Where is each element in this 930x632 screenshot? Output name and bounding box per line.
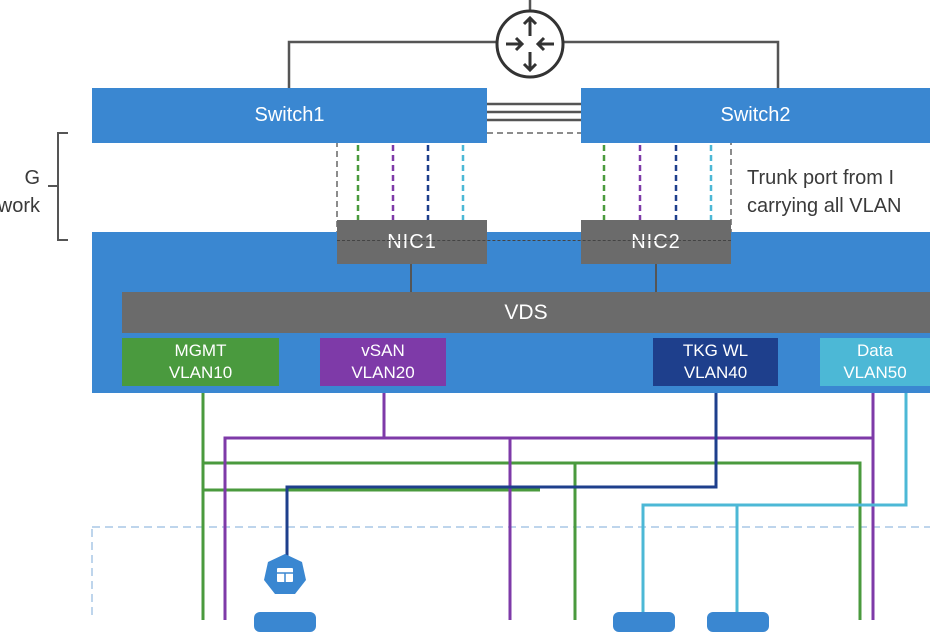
switch2-label: Switch2 [720,104,791,126]
vlan-vsan-id: VLAN20 [351,363,415,382]
nic1-uplink-line [410,262,412,292]
nic1-label: NIC1 [387,230,437,253]
nic-dashed-divider [337,240,731,241]
trunk-annotation-line1: Trunk port from I [747,167,895,189]
node-box-3 [707,612,769,632]
trunk-annotation-line2: carrying all VLAN [747,195,902,217]
node-box-1 [254,612,316,632]
vlan-tkg-wl-name: TKG WL [682,341,749,360]
switch2-box: Switch2 [581,88,930,143]
vlan-mgmt: MGMT VLAN10 [122,338,279,386]
vlan-data-id: VLAN50 [843,363,907,382]
vlan-tkg-wl-id: VLAN40 [683,363,748,382]
trunk-annotation: Trunk port from I carrying all VLAN [747,164,902,220]
vlan-vsan: vSAN VLAN20 [320,338,446,386]
nic2-uplink-line [655,262,657,292]
vds-bar: VDS [122,292,930,333]
nic1-box: NIC1 [337,220,487,264]
vlan-data-name: Data [857,341,893,360]
switch1-label: Switch1 [254,104,325,126]
nic2-label: NIC2 [631,230,681,253]
switch1-box: Switch1 [92,88,487,143]
left-annotation-line1: G [24,167,40,189]
router-icon [494,8,566,80]
kubernetes-icon [262,552,308,598]
vlan-data: Data VLAN50 [820,338,930,386]
vds-label: VDS [504,300,548,324]
vlan-vsan-name: vSAN [361,341,405,360]
vlan-mgmt-name: MGMT [174,341,227,360]
left-annotation: G work [0,164,40,220]
left-annotation-line2: work [0,195,40,217]
vlan-tkg-wl: TKG WL VLAN40 [653,338,778,386]
vlan-mgmt-id: VLAN10 [168,363,233,382]
node-box-2 [613,612,675,632]
nic2-box: NIC2 [581,220,731,264]
